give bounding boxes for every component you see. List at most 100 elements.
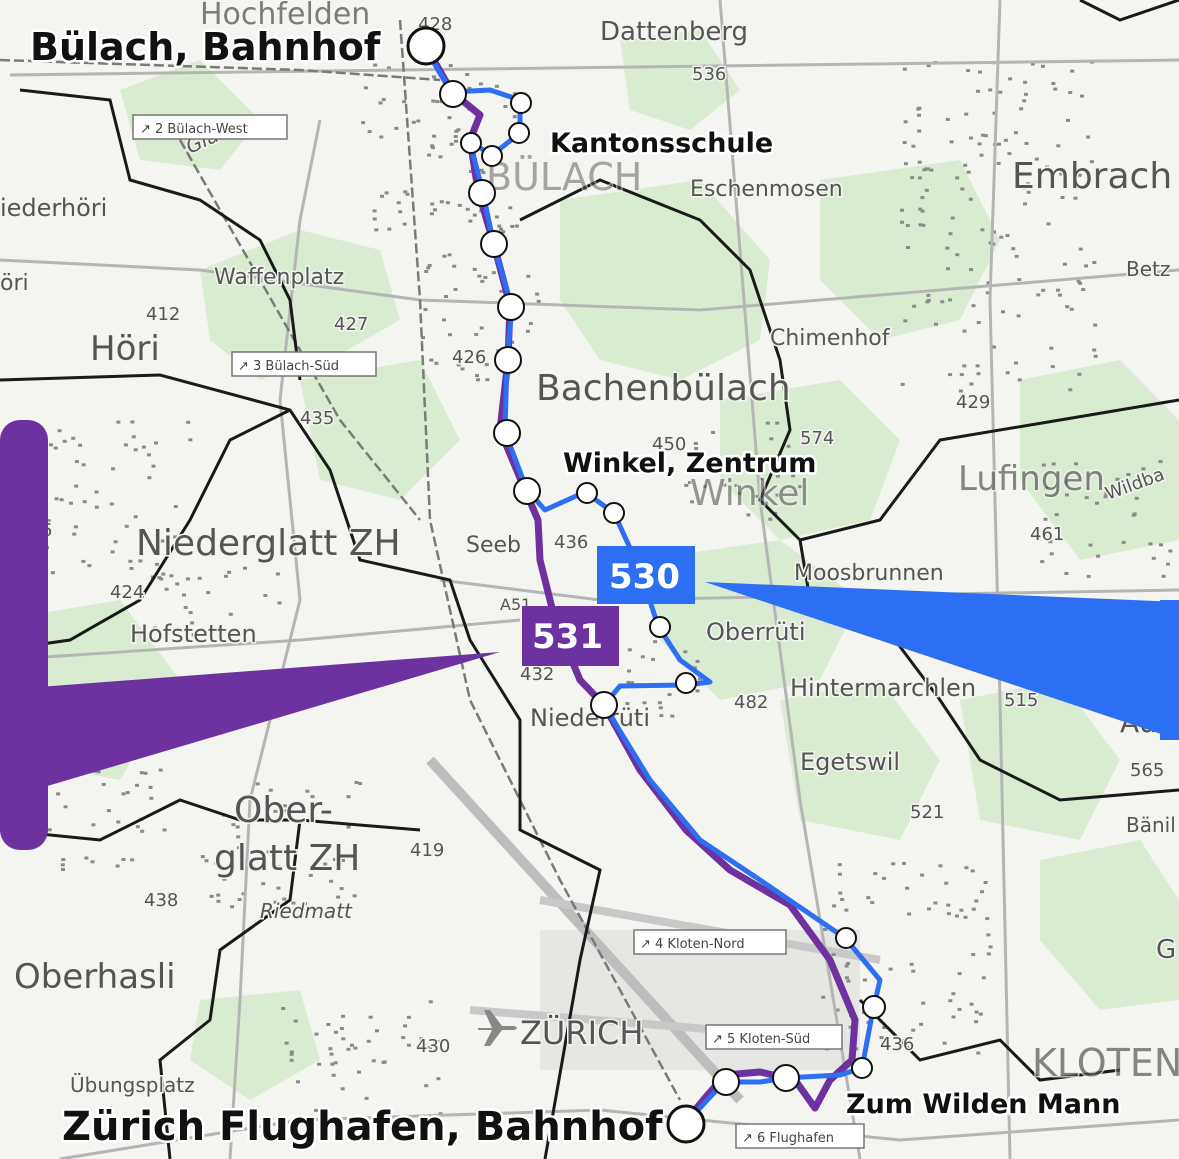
building-dot	[1148, 542, 1153, 546]
building-dot	[109, 502, 114, 506]
building-dot	[224, 574, 228, 578]
building-dot	[474, 333, 479, 336]
bus-stop-marker[interactable]	[649, 616, 671, 638]
building-dot	[535, 292, 540, 296]
bus-stop-marker[interactable]	[590, 691, 618, 719]
building-dot	[494, 215, 499, 219]
building-dot	[1092, 348, 1097, 352]
bus-stop-marker[interactable]	[480, 230, 508, 258]
bus-stop-marker[interactable]	[851, 1057, 873, 1079]
bus-stop-marker[interactable]	[772, 1064, 800, 1092]
building-dot	[155, 548, 160, 552]
place-label: Lufingen	[958, 459, 1105, 499]
building-dot	[848, 1025, 853, 1029]
building-dot	[971, 953, 976, 956]
building-dot	[431, 99, 436, 103]
place-label: Oberhasli	[14, 957, 176, 997]
building-dot	[1040, 560, 1045, 564]
building-dot	[900, 208, 904, 212]
bus-stop-marker[interactable]	[576, 482, 598, 504]
building-dot	[905, 886, 910, 890]
bus-stop-marker[interactable]	[481, 145, 503, 167]
building-dot	[1049, 346, 1054, 350]
bus-stop-marker[interactable]	[603, 502, 625, 524]
building-dot	[1146, 483, 1151, 487]
building-dot	[375, 1029, 379, 1033]
building-dot	[695, 659, 700, 663]
building-dot	[1077, 173, 1082, 177]
building-dot	[116, 820, 121, 824]
bus-stop-marker[interactable]	[468, 179, 496, 207]
bus-stop-marker[interactable]	[494, 346, 522, 374]
building-dot	[975, 364, 980, 368]
building-dot	[911, 1028, 916, 1032]
building-dot	[920, 209, 925, 213]
building-dot	[992, 111, 997, 115]
building-dot	[1054, 513, 1059, 517]
terminal-stop-flughafen[interactable]	[666, 1104, 706, 1144]
bus-stop-marker[interactable]	[513, 477, 541, 505]
bus-stop-marker[interactable]	[510, 92, 532, 114]
road	[59, 1108, 1179, 1159]
building-dot	[183, 606, 188, 609]
building-dot	[160, 539, 165, 543]
building-dot	[363, 86, 368, 90]
building-dot	[1078, 281, 1083, 285]
bus-stop-marker[interactable]	[508, 122, 530, 144]
bus-stop-marker[interactable]	[497, 293, 525, 321]
bus-stop-marker[interactable]	[712, 1068, 740, 1096]
building-dot	[416, 119, 421, 123]
building-dot	[916, 107, 921, 111]
bus-stop-marker[interactable]	[862, 995, 886, 1019]
building-dot	[918, 207, 923, 211]
building-dot	[405, 192, 410, 196]
bus-stop-marker[interactable]	[493, 419, 521, 447]
building-dot	[353, 1046, 358, 1050]
building-dot	[1064, 493, 1069, 497]
building-dot	[230, 905, 235, 909]
building-dot	[130, 858, 135, 862]
place-label: Chimenhof	[770, 326, 891, 351]
bus-stop-marker[interactable]	[835, 927, 857, 949]
building-dot	[979, 153, 984, 157]
exit-label: ↗ 6 Flughafen	[742, 1131, 834, 1146]
building-dot	[146, 453, 151, 457]
place-label: G	[1156, 935, 1176, 965]
building-dot	[438, 155, 443, 159]
building-dot	[1034, 157, 1039, 161]
building-dot	[435, 100, 440, 104]
building-dot	[110, 550, 115, 554]
building-dot	[962, 364, 967, 368]
bus-stop-marker[interactable]	[460, 132, 482, 154]
building-dot	[765, 421, 770, 425]
building-dot	[1040, 64, 1045, 68]
bus-stop-marker[interactable]	[439, 80, 467, 108]
building-dot	[491, 271, 496, 275]
terminal-stop-buelach[interactable]	[406, 26, 446, 66]
building-dot	[1019, 107, 1024, 111]
building-dot	[329, 879, 334, 883]
route-531-badge[interactable]: 531	[522, 606, 619, 666]
bus-stop-marker[interactable]	[675, 672, 697, 694]
building-dot	[873, 872, 878, 876]
building-dot	[296, 1080, 300, 1084]
road	[988, 0, 1012, 1159]
building-dot	[81, 463, 86, 467]
building-dot	[266, 850, 271, 854]
building-dot	[510, 224, 515, 228]
building-dot	[503, 105, 508, 108]
building-dot	[823, 928, 828, 931]
building-dot	[387, 66, 391, 70]
building-dot	[384, 191, 389, 195]
building-dot	[1023, 92, 1028, 96]
building-dot	[452, 264, 457, 268]
building-dot	[240, 799, 244, 803]
route-530-badge[interactable]: 530	[597, 546, 695, 604]
building-dot	[314, 1032, 319, 1036]
building-dot	[911, 969, 916, 973]
building-dot	[630, 681, 634, 685]
building-dot	[261, 882, 266, 886]
building-dot	[959, 373, 964, 377]
building-dot	[406, 1043, 411, 1047]
forest-patch	[1040, 840, 1179, 1010]
